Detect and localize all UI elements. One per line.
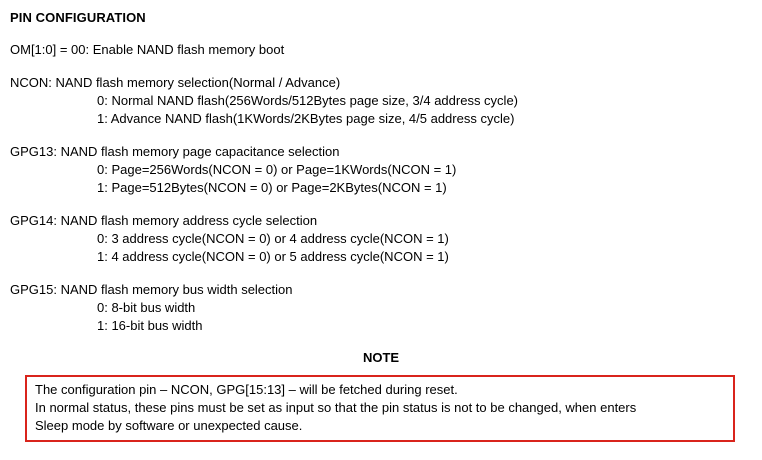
gpg14-title: GPG14: NAND flash memory address cycle s…	[10, 213, 318, 228]
om-config-line: OM[1:0] = 00: Enable NAND flash memory b…	[10, 42, 285, 57]
ncon-option-1: 1: Advance NAND flash(1KWords/2KBytes pa…	[97, 111, 515, 126]
gpg14-option-0: 0: 3 address cycle(NCON = 0) or 4 addres…	[97, 231, 449, 246]
note-line-3: Sleep mode by software or unexpected cau…	[35, 418, 303, 433]
gpg14-option-1: 1: 4 address cycle(NCON = 0) or 5 addres…	[97, 249, 449, 264]
gpg15-option-0: 0: 8-bit bus width	[97, 300, 196, 315]
gpg13-title: GPG13: NAND flash memory page capacitanc…	[10, 144, 340, 159]
note-line-2: In normal status, these pins must be set…	[35, 400, 637, 415]
ncon-option-0: 0: Normal NAND flash(256Words/512Bytes p…	[97, 93, 519, 108]
note-line-1: The configuration pin – NCON, GPG[15:13]…	[35, 382, 458, 397]
note-title: NOTE	[362, 350, 400, 365]
section-heading: PIN CONFIGURATION	[10, 10, 146, 25]
gpg13-option-1: 1: Page=512Bytes(NCON = 0) or Page=2KByt…	[97, 180, 447, 195]
gpg15-title: GPG15: NAND flash memory bus width selec…	[10, 282, 293, 297]
gpg13-option-0: 0: Page=256Words(NCON = 0) or Page=1KWor…	[97, 162, 457, 177]
ncon-title: NCON: NAND flash memory selection(Normal…	[10, 75, 341, 90]
note-box: The configuration pin – NCON, GPG[15:13]…	[25, 375, 735, 442]
gpg15-option-1: 1: 16-bit bus width	[97, 318, 203, 333]
